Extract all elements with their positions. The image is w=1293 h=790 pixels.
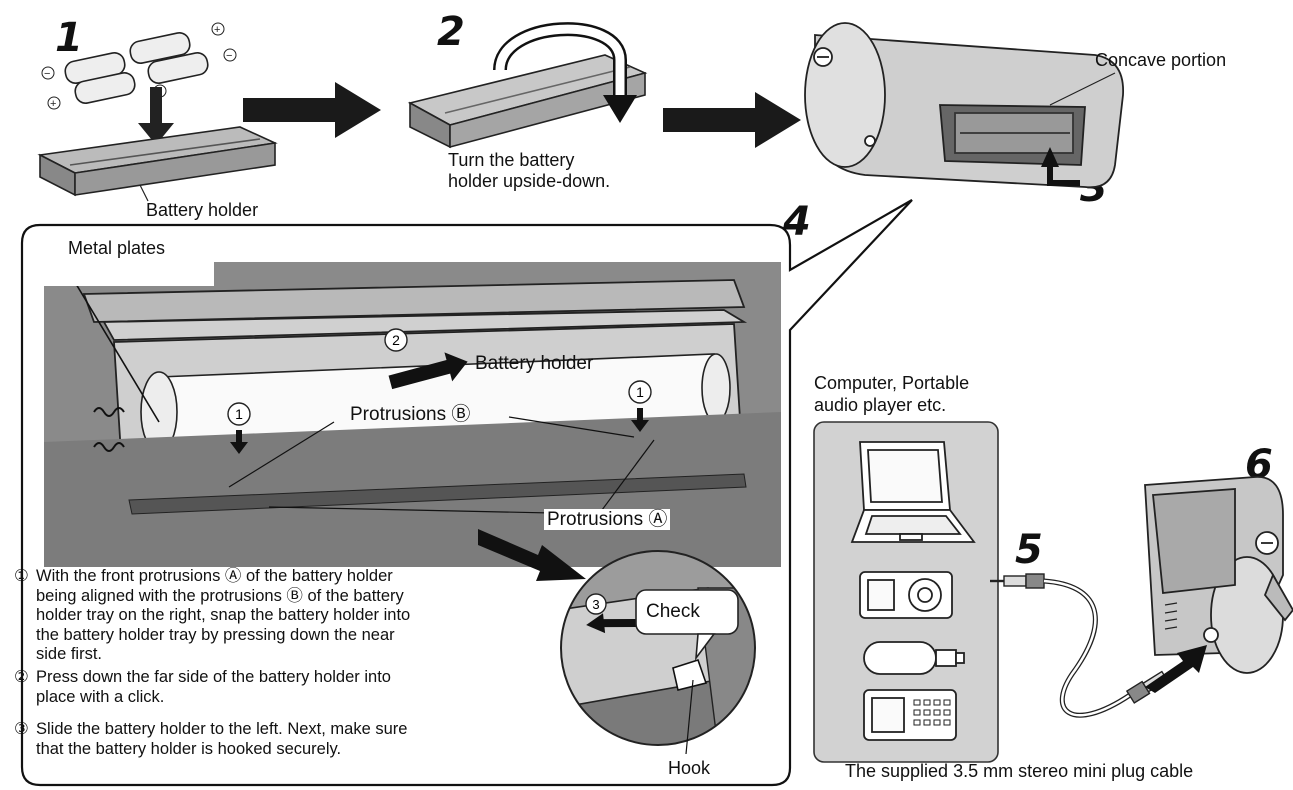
svg-text:+: + xyxy=(50,98,56,110)
battery-holder-detail-label: Battery holder xyxy=(475,353,594,374)
mini-plug-icon xyxy=(990,573,1045,589)
insert-arrow-icon xyxy=(138,87,174,145)
usb-player-icon xyxy=(863,641,965,675)
instruction-3-line1: Slide the battery holder to the left. Ne… xyxy=(36,720,408,738)
instruction-3-number: ③ xyxy=(14,720,29,738)
metal-plate-icon xyxy=(93,407,125,452)
marker-circle-1-left: 1 xyxy=(235,406,243,422)
magnify-arrow-icon xyxy=(478,529,586,581)
instruction-3-line2: that the battery holder is hooked secure… xyxy=(36,739,342,758)
instruction-1-line2: being aligned with the protrusions Ⓑ of … xyxy=(36,586,404,605)
devices-label-line2: audio player etc. xyxy=(814,395,947,415)
right-arrow-icon xyxy=(663,92,801,148)
instruction-1-number: ① xyxy=(14,567,29,585)
step3-illustration xyxy=(804,22,1124,189)
marker-circle-3: 3 xyxy=(592,597,599,612)
marker-circle-1-right: 1 xyxy=(636,384,644,400)
instruction-step-2: ② Press down the far side of the battery … xyxy=(14,668,554,707)
laptop-icon xyxy=(850,441,976,543)
slide-left-arrow-icon xyxy=(586,613,645,634)
instruction-2-line2: place with a click. xyxy=(36,687,165,706)
step-5-number: 5 xyxy=(1015,527,1043,573)
step-1-number: 1 xyxy=(55,15,83,61)
speaker-icon xyxy=(1144,476,1293,674)
step6-illustration xyxy=(1144,476,1293,693)
battery-holder-flipped-icon xyxy=(407,54,648,149)
instruction-2-line1: Press down the far side of the battery h… xyxy=(36,668,391,686)
portable-player-icon xyxy=(859,571,953,619)
hook-magnifier: 3 xyxy=(560,550,756,755)
battery-tray-detail-illustration: 2 1 1 xyxy=(44,262,781,567)
instruction-1-line4: the battery holder tray by pressing down… xyxy=(36,625,395,644)
protrusions-a-label: Protrusions Ⓐ xyxy=(544,509,671,530)
step2-illustration xyxy=(407,22,648,149)
up-arrow-icon xyxy=(1041,147,1080,186)
instruction-1-line1: With the front protrusions Ⓐ of the batt… xyxy=(36,567,393,585)
svg-text:+: + xyxy=(214,24,220,36)
hook-label: Hook xyxy=(668,758,711,778)
right-arrow-icon xyxy=(243,82,381,138)
turn-instruction-line1: Turn the battery xyxy=(448,150,575,170)
down-arrow-icon xyxy=(227,402,251,454)
speaker-unit-icon xyxy=(804,22,1124,189)
check-label: Check xyxy=(646,601,700,622)
down-arrow-icon xyxy=(628,380,652,432)
step-2-number: 2 xyxy=(437,9,465,55)
instruction-2-number: ② xyxy=(14,668,29,686)
phone-icon xyxy=(863,689,957,741)
instruction-1-line3: holder tray on the right, snap the batte… xyxy=(36,606,411,624)
rotate-arrow-icon xyxy=(493,22,637,123)
hook-icon xyxy=(672,659,708,691)
concave-portion-label: Concave portion xyxy=(1095,50,1227,70)
battery-holder-icon xyxy=(37,126,278,197)
metal-plates-label: Metal plates xyxy=(68,238,166,258)
battery-holder-label: Battery holder xyxy=(146,200,259,220)
marker-circle-2: 2 xyxy=(392,332,400,348)
battery-icon xyxy=(64,32,209,104)
instruction-1-line5: side first. xyxy=(36,645,103,663)
devices-panel xyxy=(813,421,999,763)
press-down-arrow-icon xyxy=(388,352,468,390)
cable-label: The supplied 3.5 mm stereo mini plug cab… xyxy=(845,761,1194,781)
turn-instruction-line2: holder upside-down. xyxy=(448,171,611,191)
svg-text:−: − xyxy=(226,50,232,62)
instruction-step-1: ① With the front protrusions Ⓐ of the bat… xyxy=(14,567,554,665)
svg-text:−: − xyxy=(44,68,50,80)
protrusions-b-label: Protrusions Ⓑ xyxy=(350,404,471,425)
devices-label-line1: Computer, Portable xyxy=(814,373,970,393)
plug-in-arrow-icon xyxy=(1145,645,1207,693)
battery-tray-lid-icon xyxy=(82,279,748,341)
step1-illustration: − + + − + xyxy=(37,22,278,202)
instruction-step-3: ③ Slide the battery holder to the left. N… xyxy=(14,720,554,759)
